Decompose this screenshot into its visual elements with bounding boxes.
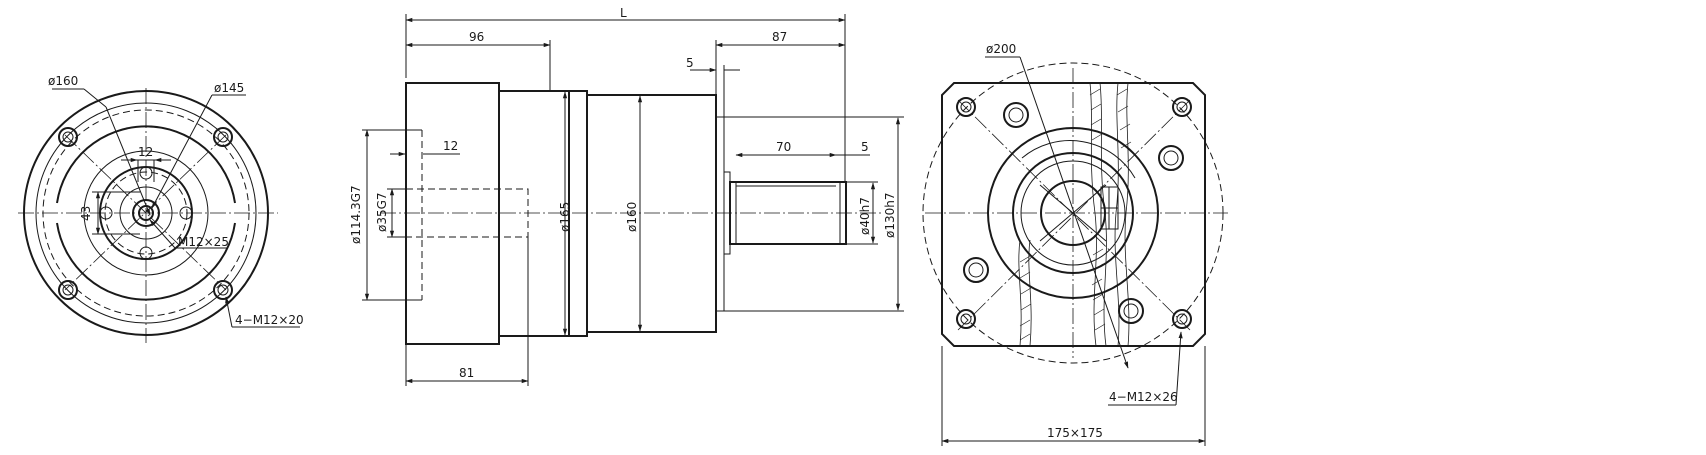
counterbore-hole <box>1003 102 1029 128</box>
front-view: ø160 ø145 12 43 M12×25 4−M12×20 <box>18 74 304 343</box>
counterbore-hole <box>1118 298 1144 324</box>
flange-view: ø200 4−M12×26 175×175 <box>922 42 1228 446</box>
dim-diameter-145: ø145 <box>214 81 244 95</box>
dim-length-5-shaft: 5 <box>861 140 869 154</box>
dim-length-12: 12 <box>443 139 458 153</box>
dim-bore-35: ø35G7 <box>375 192 389 232</box>
flange-hole <box>956 97 976 117</box>
dim-length-5-flange: 5 <box>686 56 694 70</box>
counterbore-hole <box>1158 145 1184 171</box>
counterbore-hole <box>963 257 989 283</box>
dim-length-87: 87 <box>772 30 787 44</box>
flange-hole <box>1172 97 1192 117</box>
mounting-hole <box>58 127 78 147</box>
dim-diameter-160: ø160 <box>625 202 639 232</box>
mounting-hole <box>213 280 233 300</box>
side-view: L 96 87 5 12 70 5 81 ø114.3G7 ø35G7 ø165… <box>349 6 904 386</box>
flange-hole <box>1172 309 1192 329</box>
dim-key-height: 43 <box>79 206 93 221</box>
dim-flange-size: 175×175 <box>1047 426 1103 440</box>
dim-diameter-165: ø165 <box>558 202 572 232</box>
mounting-hole <box>213 127 233 147</box>
dim-pilot-130: ø130h7 <box>883 193 897 239</box>
dim-diameter-160: ø160 <box>48 74 78 88</box>
dim-center-thread: M12×25 <box>178 235 229 249</box>
flange-hole <box>956 309 976 329</box>
dim-total-length: L <box>620 6 627 20</box>
dim-flange-holes: 4−M12×26 <box>1109 390 1178 404</box>
dim-key-length-70: 70 <box>776 140 791 154</box>
dim-shaft-40: ø40h7 <box>858 197 872 235</box>
dim-mounting-holes: 4−M12×20 <box>235 313 304 327</box>
dim-length-96: 96 <box>469 30 484 44</box>
dim-length-81: 81 <box>459 366 474 380</box>
dim-key-width: 12 <box>138 145 153 159</box>
dim-diameter-200: ø200 <box>986 42 1016 56</box>
mounting-hole <box>58 280 78 300</box>
dim-bore-114: ø114.3G7 <box>349 185 363 244</box>
